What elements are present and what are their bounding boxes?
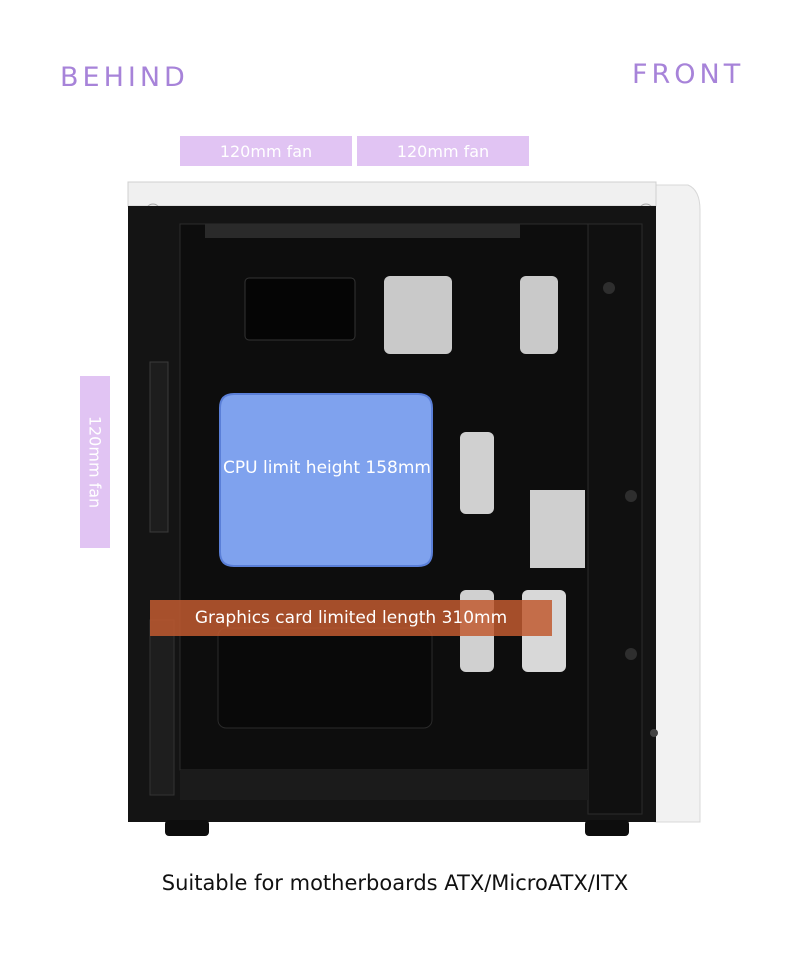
cable-cutout xyxy=(460,432,494,514)
cable-cutout xyxy=(244,277,356,341)
motherboard-caption: Suitable for motherboards ATX/MicroATX/I… xyxy=(161,871,629,895)
top-fan-label-right: 120mm fan xyxy=(357,136,529,166)
lower-chamber xyxy=(217,627,433,729)
top-rail xyxy=(127,181,657,207)
behind-label: BEHIND xyxy=(60,62,189,93)
screw-icon xyxy=(603,282,615,294)
front-label: FRONT xyxy=(632,59,745,90)
expansion-slots xyxy=(149,619,175,796)
screw-icon xyxy=(650,729,658,737)
gpu-limit-band: Graphics card limited length 310mm xyxy=(150,600,552,636)
gpu-limit-label: Graphics card limited length 310mm xyxy=(194,608,508,628)
screw-icon xyxy=(625,648,637,660)
front-column xyxy=(587,223,643,815)
case-foot xyxy=(585,820,629,836)
cable-cutout xyxy=(520,276,558,354)
cable-cutout xyxy=(384,276,452,354)
top-vent xyxy=(205,224,520,238)
drive-bay xyxy=(530,490,585,568)
cpu-limit-label: CPU limit height 158mm xyxy=(223,458,431,478)
rear-fan-label: 120mm fan xyxy=(80,376,110,548)
rear-fan-grill xyxy=(149,361,169,533)
bottom-vent xyxy=(180,770,588,800)
case-foot xyxy=(165,820,209,836)
top-fan-label-left: 120mm fan xyxy=(180,136,352,166)
front-panel xyxy=(649,184,701,823)
screw-icon xyxy=(625,490,637,502)
cpu-height-overlay xyxy=(219,393,433,567)
